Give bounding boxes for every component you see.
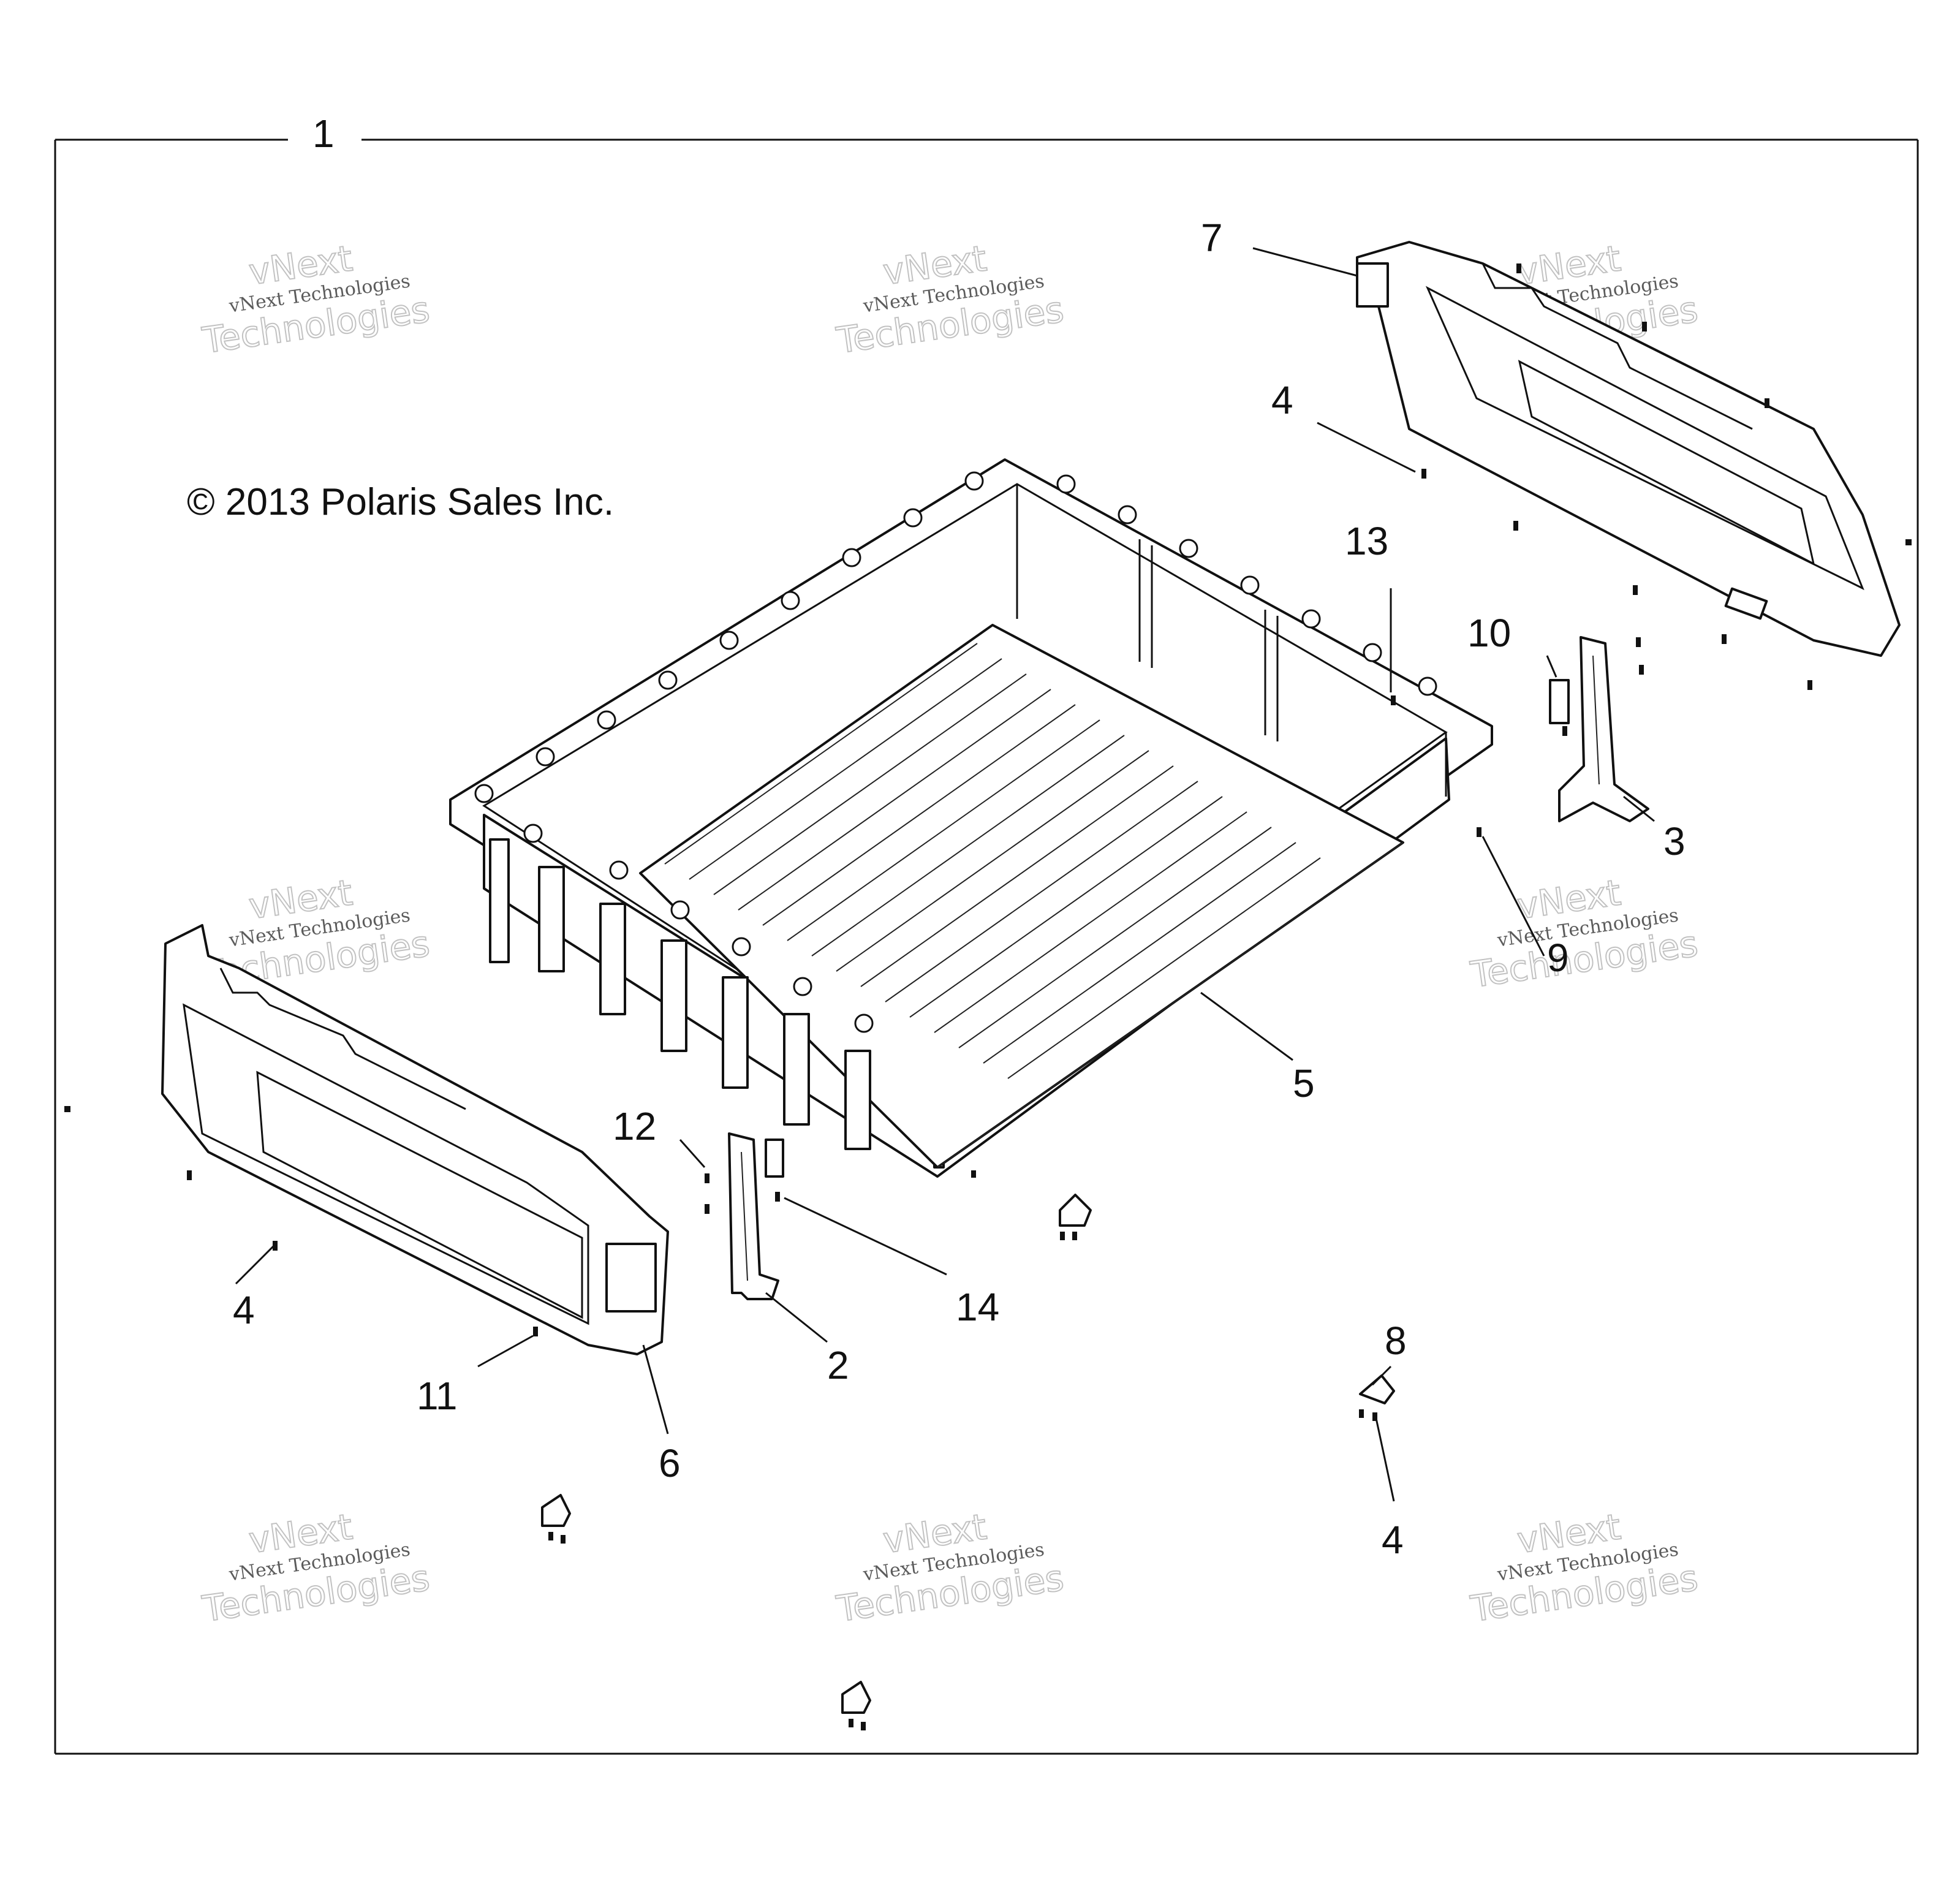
callout-3: 3 [1663, 819, 1686, 863]
watermark: vNext vNext Technologies Technologies [833, 237, 1067, 362]
clip-part-10 [1549, 679, 1570, 724]
callout-10: 10 [1467, 611, 1511, 655]
watermark: vNext vNext Technologies Technologies [199, 1505, 433, 1631]
latch [541, 1494, 571, 1527]
bracket-part-2 [728, 1132, 784, 1300]
callout-7: 7 [1201, 216, 1223, 260]
callout-11: 11 [417, 1374, 457, 1418]
callout-13: 13 [1345, 519, 1388, 563]
latch [1059, 1194, 1092, 1227]
callout-1: 1 [312, 112, 335, 156]
latch [841, 1681, 871, 1714]
side-panel-part-6 [161, 924, 669, 1355]
underside-posts [489, 838, 871, 1150]
callout-4: 4 [1271, 378, 1293, 422]
callout-5: 5 [1293, 1061, 1315, 1105]
watermark: vNext vNext Technologies Technologies [1467, 871, 1701, 996]
callout-9: 9 [1547, 936, 1569, 980]
side-panel-part-7 [1356, 241, 1901, 657]
cargo-box-part-5 [449, 458, 1493, 1178]
watermark: vNext vNext Technologies Technologies [199, 237, 433, 362]
rim-holes [474, 471, 1437, 1033]
watermark: vNext vNext Technologies Technologies [833, 1505, 1067, 1631]
watermark: vNext vNext Technologies Technologies [1467, 1505, 1701, 1631]
callout-4: 4 [233, 1288, 255, 1332]
callout-12: 12 [613, 1104, 656, 1148]
callout-8: 8 [1385, 1319, 1407, 1363]
callout-6: 6 [659, 1441, 681, 1485]
bracket-part-3 [1558, 636, 1649, 822]
callout-14: 14 [956, 1285, 999, 1329]
callout-labels: 1 7 4 13 10 3 9 5 12 14 2 4 11 6 8 4 [233, 112, 1686, 1562]
leader-lines [235, 247, 1655, 1502]
fasteners [64, 263, 1912, 1730]
assembly-frame [54, 138, 1919, 1755]
callout-2: 2 [827, 1343, 849, 1387]
callout-4: 4 [1382, 1518, 1404, 1562]
floor-ribs [664, 643, 1404, 1168]
copyright-notice: © 2013 Polaris Sales Inc. [187, 481, 614, 523]
